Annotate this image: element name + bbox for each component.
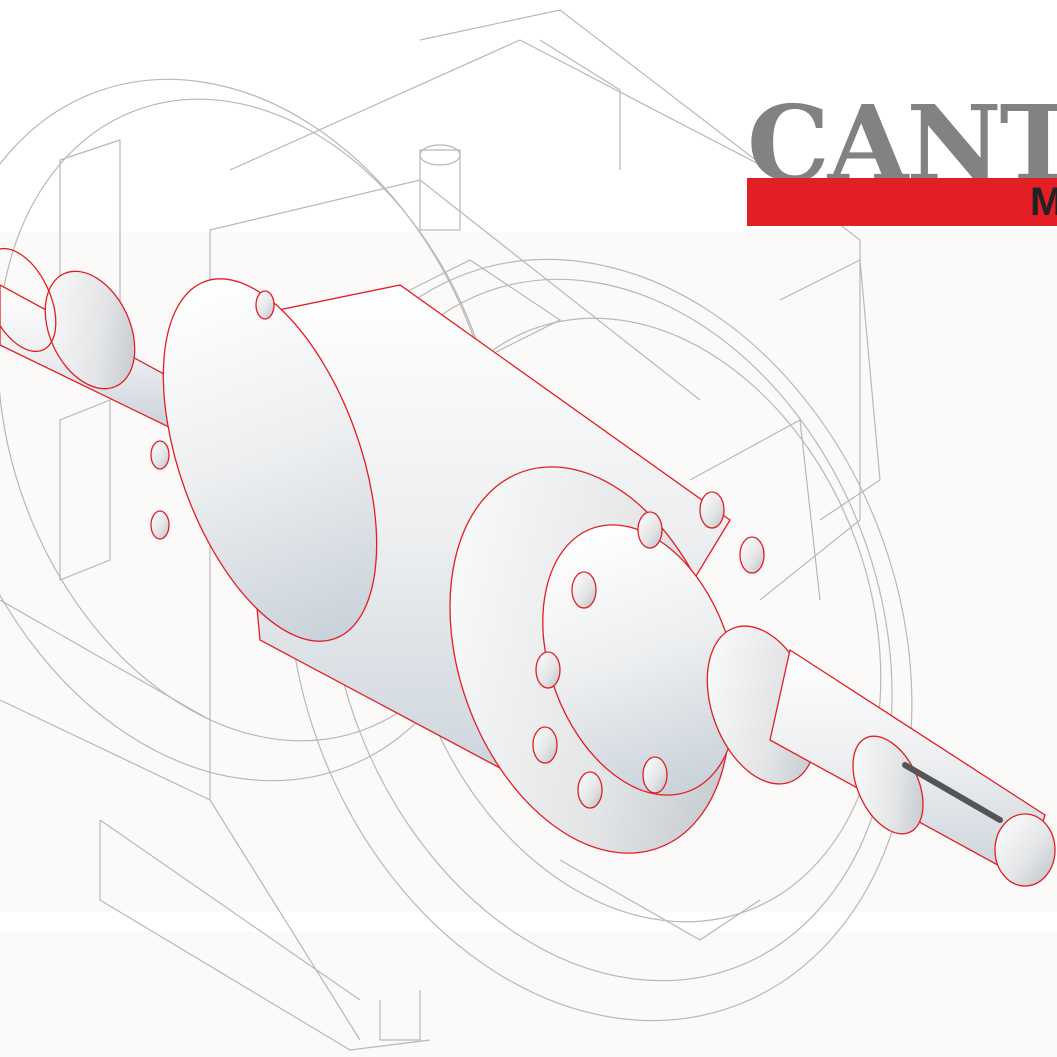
brand-red-bar: M bbox=[747, 178, 1057, 226]
background-panel-bottom bbox=[0, 932, 1057, 1057]
rotor-assembly bbox=[0, 247, 1056, 887]
brand-logo: CANTO M bbox=[747, 96, 1057, 232]
brand-subtitle: M bbox=[1030, 180, 1057, 224]
